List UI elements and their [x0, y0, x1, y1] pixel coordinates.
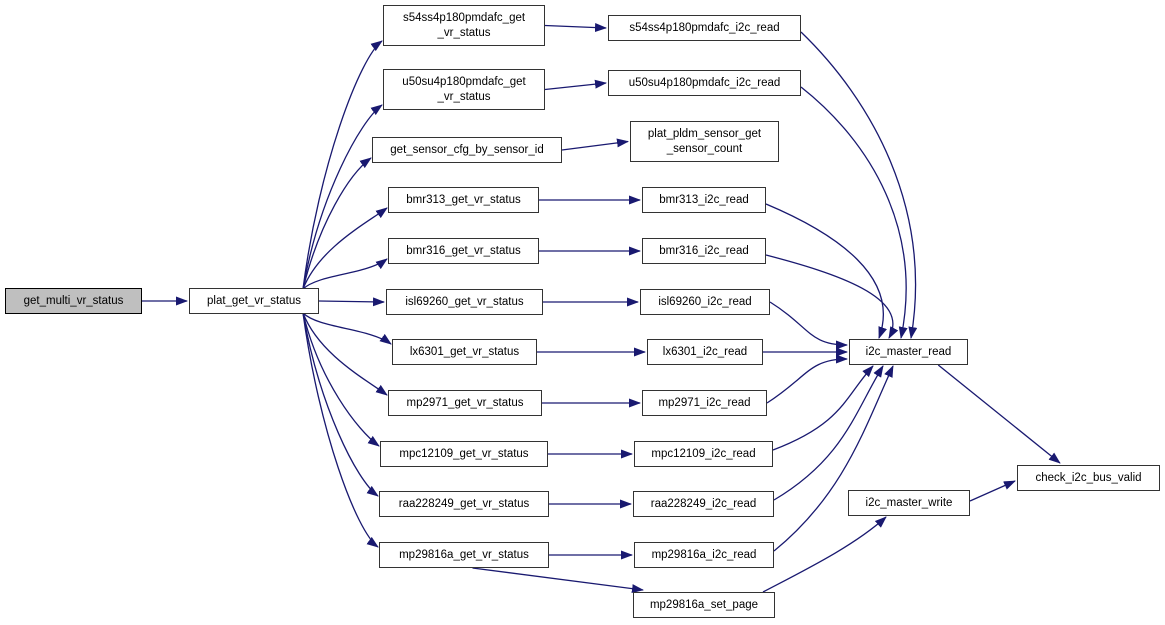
graph-node-get-multi-vr-status: get_multi_vr_status — [5, 288, 142, 314]
graph-node-plat-pldm-sensor-get-sensor-count[interactable]: plat_pldm_sensor_get _sensor_count — [630, 121, 779, 162]
edge-get-sensor-cfg-by-sensor-id--plat-pldm-sensor-get-sensor-count — [561, 138, 629, 151]
edge-u50su4p180pmdafc-i2c-read--i2c-master-read — [800, 86, 908, 339]
graph-node-bmr313-get-vr-status[interactable]: bmr313_get_vr_status — [388, 187, 539, 213]
graph-node-i2c-master-read[interactable]: i2c_master_read — [849, 339, 968, 365]
graph-node-plat-get-vr-status[interactable]: plat_get_vr_status — [189, 288, 319, 314]
edge-mpc12109-i2c-read--i2c-master-read — [772, 365, 874, 451]
graph-node-bmr313-i2c-read[interactable]: bmr313_i2c_read — [642, 187, 766, 213]
edge-i2c-master-write--check-i2c-bus-valid — [969, 480, 1016, 502]
graph-node-u50su4p180pmdafc-get-vr-status[interactable]: u50su4p180pmdafc_get _vr_status — [383, 69, 545, 110]
edge-plat-get-vr-status--bmr313-get-vr-status — [302, 207, 388, 290]
graph-node-s54ss4p180pmdafc-i2c-read[interactable]: s54ss4p180pmdafc_i2c_read — [608, 15, 801, 41]
graph-node-u50su4p180pmdafc-i2c-read[interactable]: u50su4p180pmdafc_i2c_read — [608, 70, 801, 96]
edge-plat-get-vr-status--isl69260-get-vr-status — [318, 297, 385, 307]
edge-mp2971-i2c-read--i2c-master-read — [766, 354, 848, 404]
graph-node-get-sensor-cfg-by-sensor-id[interactable]: get_sensor_cfg_by_sensor_id — [372, 137, 562, 163]
edge-s54ss4p180pmdafc-get-vr-status--s54ss4p180pmdafc-i2c-read — [544, 23, 607, 33]
graph-node-mp29816a-set-page[interactable]: mp29816a_set_page — [633, 592, 775, 618]
edge-plat-get-vr-status--mp29816a-get-vr-status — [302, 312, 379, 548]
edge-plat-get-vr-status--get-sensor-cfg-by-sensor-id — [302, 157, 372, 290]
edge-raa228249-i2c-read--i2c-master-read — [773, 365, 884, 501]
edge-plat-get-vr-status--bmr316-get-vr-status — [302, 258, 388, 290]
graph-node-bmr316-get-vr-status[interactable]: bmr316_get_vr_status — [388, 238, 539, 264]
graph-node-isl69260-get-vr-status[interactable]: isl69260_get_vr_status — [386, 289, 543, 315]
graph-node-mp2971-get-vr-status[interactable]: mp2971_get_vr_status — [388, 390, 542, 416]
edge-mp29816a-i2c-read--i2c-master-read — [773, 365, 894, 552]
graph-node-bmr316-i2c-read[interactable]: bmr316_i2c_read — [642, 238, 766, 264]
graph-node-mpc12109-i2c-read[interactable]: mpc12109_i2c_read — [634, 441, 773, 467]
edge-plat-get-vr-status--u50su4p180pmdafc-get-vr-status — [302, 104, 383, 290]
edge-mp29816a-set-page--i2c-master-write — [762, 516, 887, 593]
edge-s54ss4p180pmdafc-i2c-read--i2c-master-read — [800, 31, 918, 339]
graph-node-mp29816a-i2c-read[interactable]: mp29816a_i2c_read — [634, 542, 774, 568]
graph-node-lx6301-get-vr-status[interactable]: lx6301_get_vr_status — [392, 339, 537, 365]
edge-plat-get-vr-status--mpc12109-get-vr-status — [302, 312, 380, 447]
graph-node-raa228249-i2c-read[interactable]: raa228249_i2c_read — [633, 491, 774, 517]
edge-plat-get-vr-status--raa228249-get-vr-status — [302, 312, 379, 497]
graph-node-isl69260-i2c-read[interactable]: isl69260_i2c_read — [640, 289, 770, 315]
edge-plat-get-vr-status--mp2971-get-vr-status — [302, 312, 388, 396]
edge-mp29816a-get-vr-status--mp29816a-set-page — [472, 567, 644, 594]
edge-plat-get-vr-status--s54ss4p180pmdafc-get-vr-status — [302, 40, 383, 290]
graph-node-mp2971-i2c-read[interactable]: mp2971_i2c_read — [642, 390, 767, 416]
graph-node-raa228249-get-vr-status[interactable]: raa228249_get_vr_status — [379, 491, 549, 517]
edge-i2c-master-read--check-i2c-bus-valid — [937, 364, 1061, 464]
graph-node-mpc12109-get-vr-status[interactable]: mpc12109_get_vr_status — [380, 441, 548, 467]
edge-plat-get-vr-status--lx6301-get-vr-status — [302, 312, 392, 345]
edge-bmr313-i2c-read--i2c-master-read — [765, 203, 887, 339]
edge-isl69260-i2c-read--i2c-master-read — [769, 301, 848, 350]
graph-node-check-i2c-bus-valid[interactable]: check_i2c_bus_valid — [1017, 465, 1160, 491]
edge-u50su4p180pmdafc-get-vr-status--u50su4p180pmdafc-i2c-read — [544, 79, 607, 91]
graph-node-lx6301-i2c-read[interactable]: lx6301_i2c_read — [647, 339, 763, 365]
graph-node-i2c-master-write[interactable]: i2c_master_write — [848, 490, 970, 516]
graph-node-mp29816a-get-vr-status[interactable]: mp29816a_get_vr_status — [379, 542, 549, 568]
edge-bmr316-i2c-read--i2c-master-read — [765, 254, 899, 339]
graph-node-s54ss4p180pmdafc-get-vr-status[interactable]: s54ss4p180pmdafc_get _vr_status — [383, 5, 545, 46]
